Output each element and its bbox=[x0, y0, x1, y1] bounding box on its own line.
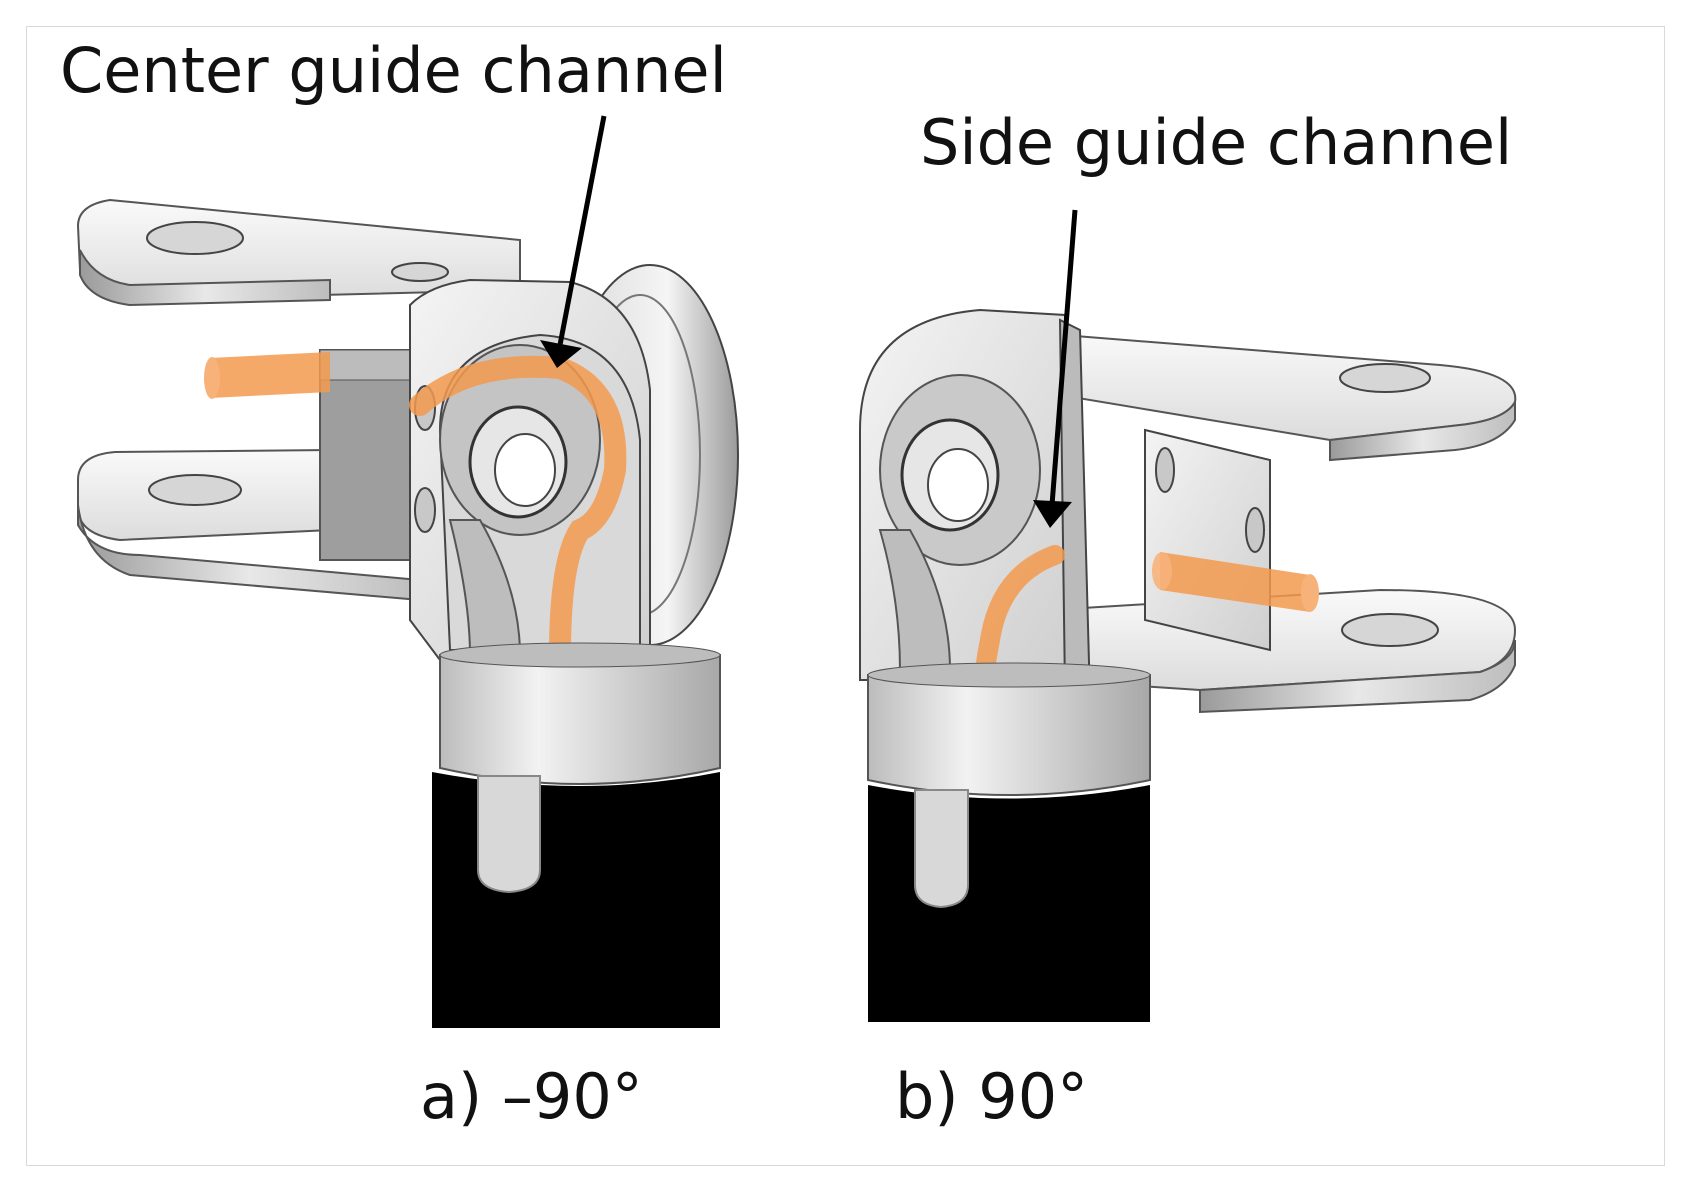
side-guide-channel-label: Side guide channel bbox=[920, 106, 1513, 179]
center-guide-channel bbox=[409, 355, 627, 666]
mount-hole bbox=[1341, 613, 1439, 647]
figure-frame bbox=[26, 26, 1665, 1166]
pin bbox=[210, 352, 330, 398]
black-tube bbox=[432, 772, 720, 1028]
base-cylinder bbox=[439, 654, 721, 785]
mount-hole bbox=[146, 221, 244, 255]
arrow-center bbox=[540, 340, 582, 368]
arrow-side bbox=[1033, 500, 1072, 528]
mount-hole bbox=[391, 262, 449, 282]
pin bbox=[1160, 552, 1310, 612]
mount-hole bbox=[148, 474, 242, 506]
black-tube bbox=[868, 785, 1150, 1022]
center-guide-channel-label: Center guide channel bbox=[60, 34, 727, 107]
joint-b bbox=[859, 209, 1517, 1022]
caption-a: a) –90° bbox=[420, 1060, 643, 1133]
joint-a-upper-arm bbox=[76, 198, 521, 307]
base-cylinder bbox=[867, 674, 1151, 796]
joint-b-upper-arm bbox=[999, 328, 1517, 462]
caption-b: b) 90° bbox=[895, 1060, 1089, 1133]
mount-hole bbox=[1339, 363, 1431, 393]
joint-a bbox=[76, 115, 739, 1028]
